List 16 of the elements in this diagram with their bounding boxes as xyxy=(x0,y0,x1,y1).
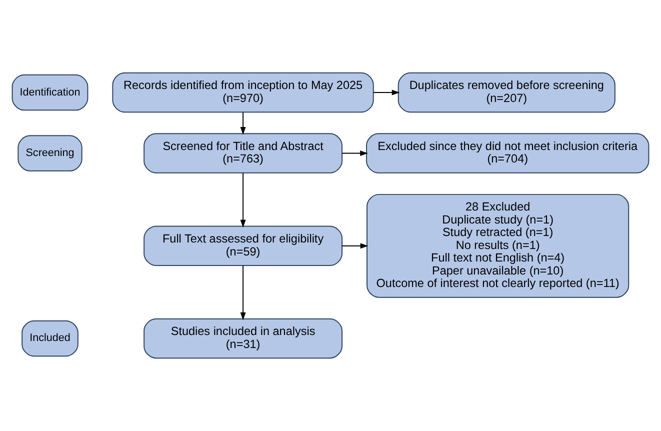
arrow xyxy=(240,112,246,135)
arrow xyxy=(373,90,400,96)
node-box: Identification xyxy=(12,74,88,111)
arrow xyxy=(342,150,368,156)
node-box: Studies included in analysis (n=31) xyxy=(144,318,342,359)
arrow xyxy=(342,243,368,249)
node-box: Excluded since they did not meet inclusion criteria (n=704) xyxy=(366,133,650,174)
node-box: 28 Excluded Duplicate study (n=1) Study retracted (n=1) No results (n=1) Full text not English (n=4) Paper unavailable (n=10) Outcome of interest not clearly reported (n=11) xyxy=(366,194,630,298)
node-box: Records identified from inception to May 2025 (n=970) xyxy=(112,72,374,113)
node-box: Included xyxy=(22,320,78,357)
arrow xyxy=(240,265,246,320)
node-box: Full Text assessed for eligibility (n=59) xyxy=(144,226,342,266)
arrow xyxy=(240,172,246,228)
node-box: Duplicates removed before screening (n=207) xyxy=(398,72,616,113)
node-box: Screened for Title and Abstract (n=763) xyxy=(144,133,342,174)
node-box: Screening xyxy=(18,135,82,172)
